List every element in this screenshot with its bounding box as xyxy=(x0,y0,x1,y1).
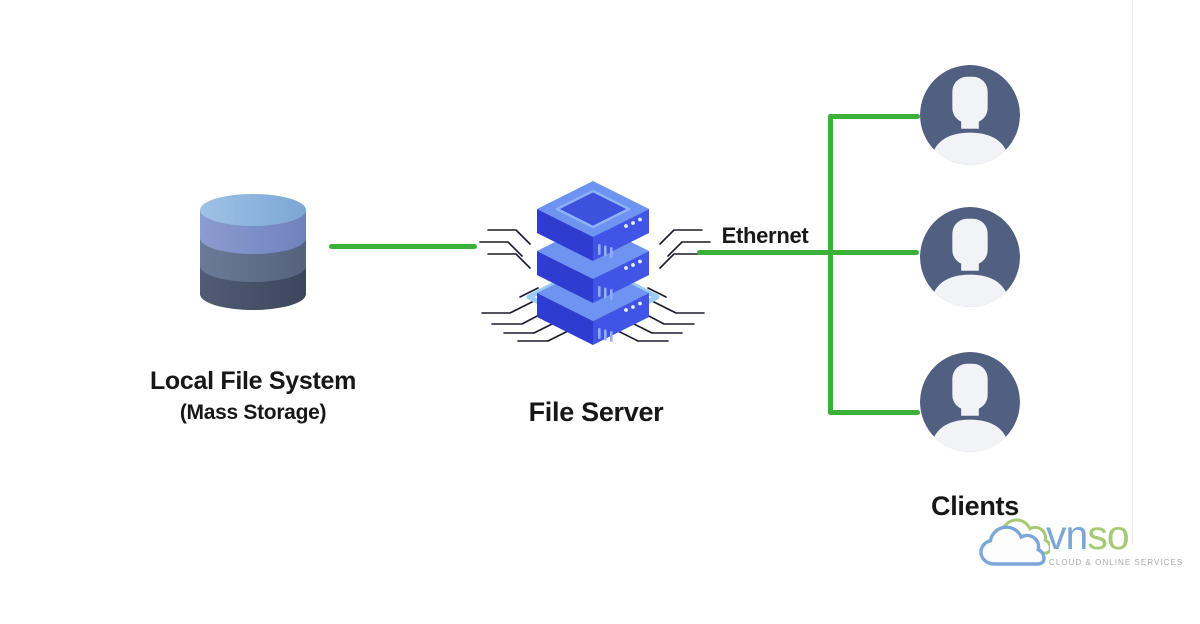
file-server-icon xyxy=(479,181,711,345)
ethernet-label: Ethernet xyxy=(721,223,809,248)
client-avatar-3 xyxy=(919,351,1021,453)
server-unit-top xyxy=(537,181,649,261)
storage-band-light xyxy=(200,210,306,254)
file-server-label: File Server xyxy=(528,397,664,427)
logo-wordmark: vnso xyxy=(1046,512,1130,558)
logo-tagline: CLOUD & ONLINE SERVICES xyxy=(1049,558,1184,567)
client-avatar-2 xyxy=(919,206,1021,308)
person-silhouette-icon xyxy=(930,76,1010,166)
branch-client-top xyxy=(828,114,920,119)
logo-text-so: so xyxy=(1087,512,1129,558)
person-silhouette-icon xyxy=(930,363,1010,453)
card-edge-line xyxy=(1132,0,1133,545)
person-silhouette-icon xyxy=(930,218,1010,308)
connection-server-ethernet xyxy=(697,250,919,255)
logo-text-vn: vn xyxy=(1046,512,1088,558)
storage-label: Local File System (Mass Storage) xyxy=(108,366,398,427)
vnso-logo: vnso CLOUD & ONLINE SERVICES xyxy=(976,512,1182,572)
ethernet-bus-line xyxy=(828,114,833,415)
storage-top-ellipse xyxy=(200,194,306,226)
storage-label-main: Local File System xyxy=(149,367,357,395)
storage-cylinder-icon xyxy=(200,194,306,310)
storage-label-sub: (Mass Storage) xyxy=(179,401,327,425)
clients-label: Clients xyxy=(931,491,1019,521)
cloud-icon xyxy=(979,518,1050,566)
client-avatar-1 xyxy=(919,64,1021,166)
branch-client-bottom xyxy=(828,410,920,415)
connection-storage-server xyxy=(329,244,477,249)
